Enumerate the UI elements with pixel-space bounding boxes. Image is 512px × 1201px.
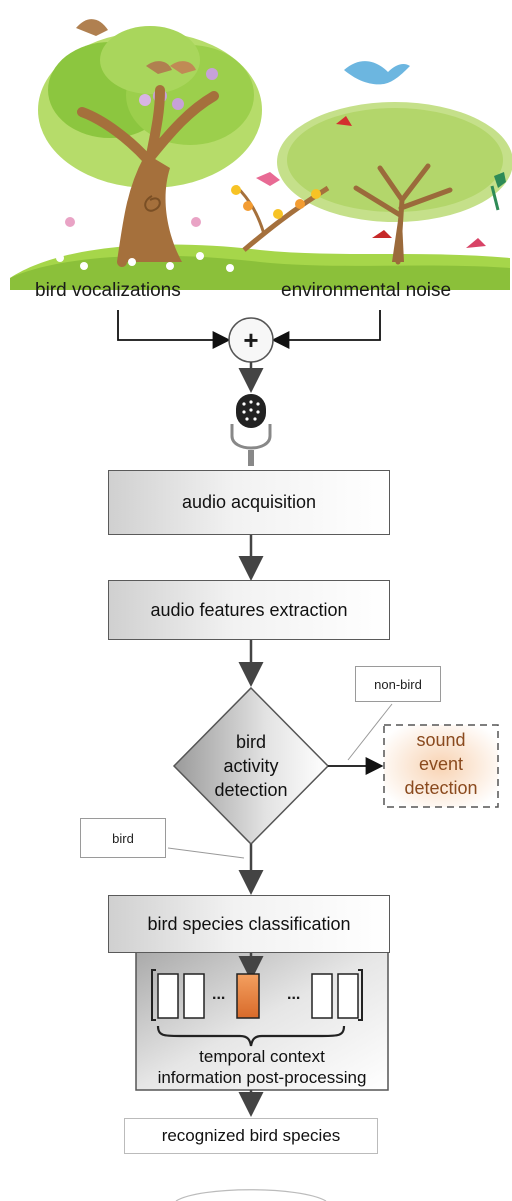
bird-tag: bird [80,818,166,858]
sed-line-3: detection [404,778,478,798]
temporal-context-label: temporal context information post-proces… [136,1046,388,1088]
ellipsis-left: ... [212,986,226,1003]
blue-bird [344,61,410,85]
left-input-line [117,310,231,349]
ellipsis-right: ... [287,986,301,1003]
bird-scene-illustration [10,19,512,290]
right-tree [277,102,512,265]
bird-species-classification-box: bird species classification [108,895,390,953]
bird-vocalizations-label: bird vocalizations [35,280,181,301]
context-frames [151,969,363,1047]
sound-event-detection-label: sound event detection [384,728,498,800]
ground-flowers [56,217,234,272]
diamond-line-3: detection [214,780,288,800]
flowering-branch [231,172,330,252]
microphone-icon [230,394,272,466]
left-tree [38,19,262,267]
tc-line-2: information post-processing [157,1068,367,1087]
right-input-line [271,310,381,349]
recognized-bird-species-box: recognized bird species [124,1118,378,1154]
non-bird-tag: non-bird [355,666,441,702]
sed-line-2: event [418,754,464,774]
bird-activity-detection-label: bird activity detection [192,730,310,802]
audio-features-extraction-box: audio features extraction [108,580,390,640]
diamond-line-1: bird [235,732,266,752]
tc-line-1: temporal context [199,1047,325,1066]
sound-event-box [383,724,499,808]
curly-brace [156,1025,346,1047]
mixer-plus-symbol: + [243,325,259,355]
current-frame [236,973,260,1019]
sed-line-1: sound [416,730,466,750]
diamond-line-2: activity [223,756,279,776]
environmental-noise-label: environmental noise [281,280,452,301]
audio-acquisition-box: audio acquisition [108,470,390,535]
